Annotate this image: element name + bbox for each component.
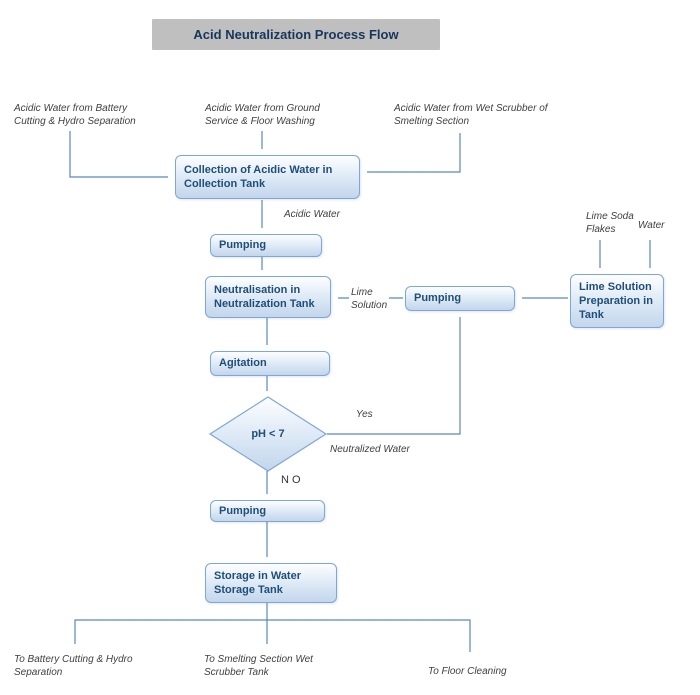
node-agitation: Agitation bbox=[210, 351, 330, 376]
arrow-scrubber-to-collection bbox=[367, 133, 461, 173]
label-water: Water bbox=[638, 220, 665, 231]
output-label-battery: To Battery Cutting & Hydro Separation bbox=[14, 654, 133, 678]
node-pumping-1: Pumping bbox=[210, 234, 322, 257]
node-neutralisation-tank: Neutralisation in Neutralization Tank bbox=[205, 276, 331, 318]
source-label-battery: Acidic Water from Battery Cutting & Hydr… bbox=[14, 103, 136, 127]
node-collection-tank: Collection of Acidic Water in Collection… bbox=[175, 155, 360, 199]
node-pumping-3: Pumping bbox=[405, 286, 515, 311]
arrow-battery-to-collection bbox=[69, 131, 168, 178]
arrow-storage-to-floor-output bbox=[267, 619, 471, 652]
node-storage-tank: Storage in Water Storage Tank bbox=[205, 563, 337, 603]
arrow-decision-yes-to-pumping3 bbox=[327, 317, 461, 435]
flow-label-neutralized-water: Neutralized Water bbox=[330, 444, 410, 455]
flow-label-lime-solution: Lime Solution bbox=[349, 286, 390, 312]
arrow-storage-to-battery-output bbox=[74, 619, 267, 644]
source-label-scrubber: Acidic Water from Wet Scrubber of Smelti… bbox=[394, 103, 548, 127]
source-label-ground: Acidic Water from Ground Service & Floor… bbox=[205, 103, 320, 127]
flow-label-no: N O bbox=[281, 474, 301, 486]
node-pumping-2: Pumping bbox=[210, 500, 325, 522]
decision-label-ph: pH < 7 bbox=[251, 428, 285, 440]
output-label-scrubber: To Smelting Section Wet Scrubber Tank bbox=[204, 654, 313, 678]
output-label-floor: To Floor Cleaning bbox=[428, 666, 507, 677]
page-title: Acid Neutralization Process Flow bbox=[152, 19, 440, 50]
label-lime-soda-flakes: Lime Soda Flakes bbox=[586, 211, 634, 235]
node-lime-solution-prep: Lime Solution Preparation in Tank bbox=[570, 274, 664, 328]
flow-label-acidic-water: Acidic Water bbox=[284, 209, 340, 220]
decision-diamond bbox=[208, 396, 328, 472]
flow-label-yes: Yes bbox=[356, 409, 373, 420]
